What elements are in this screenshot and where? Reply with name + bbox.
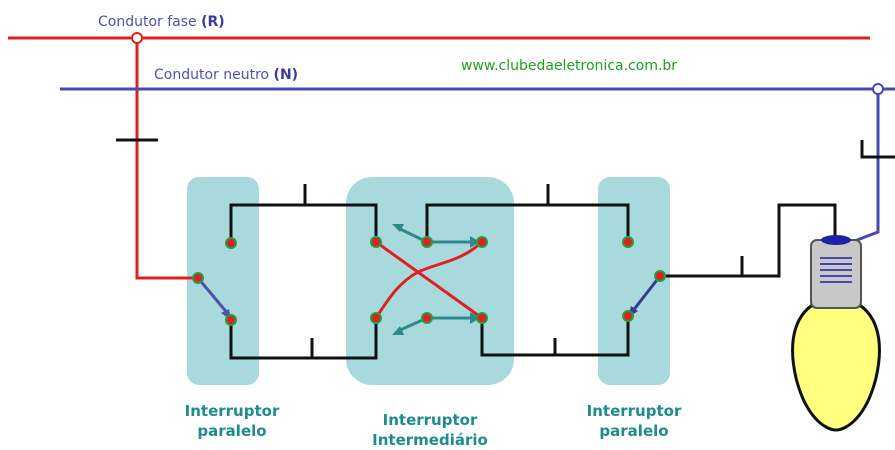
terminal-left-common bbox=[192, 272, 204, 284]
bulb-glass bbox=[791, 304, 881, 432]
left-switch-caption-line1: Interruptor bbox=[185, 402, 280, 420]
arrow-right-bottom-icon bbox=[470, 312, 480, 324]
neutral-label: Condutor neutro (N) bbox=[154, 67, 298, 83]
light-bulb bbox=[791, 235, 881, 432]
right-switch-lever bbox=[630, 275, 662, 313]
neutral-wire bbox=[60, 87, 895, 244]
website-label: www.clubedaeletronica.com.br bbox=[461, 58, 677, 74]
phase-label: Condutor fase (R) bbox=[98, 14, 225, 30]
bulb-base bbox=[810, 239, 862, 309]
terminal-mid-bottom-right bbox=[476, 312, 488, 324]
neutral-tap-mark bbox=[860, 140, 895, 159]
terminal-mid-bottom-center bbox=[421, 312, 433, 324]
terminal-mid-top-center bbox=[421, 236, 433, 248]
middle-switch-caption-line1: Interruptor bbox=[383, 411, 478, 429]
left-switch-box bbox=[187, 177, 259, 385]
terminal-mid-top-right bbox=[476, 236, 488, 248]
right-switch-caption-line2: paralelo bbox=[599, 422, 668, 440]
arrow-down-left-icon bbox=[392, 326, 404, 335]
left-switch-caption-line2: paralelo bbox=[197, 422, 266, 440]
terminal-mid-bottom-left bbox=[370, 312, 382, 324]
bulb-contact bbox=[821, 235, 851, 245]
intermediate-arrows bbox=[392, 224, 480, 335]
switch-terminals bbox=[192, 236, 666, 326]
phase-wire bbox=[8, 36, 870, 280]
neutral-junction-node bbox=[872, 83, 884, 95]
left-switch-lever bbox=[196, 277, 231, 316]
bulb-base-threads bbox=[820, 257, 852, 283]
right-switch-caption-line1: Interruptor bbox=[587, 402, 682, 420]
traveller-wires bbox=[229, 184, 837, 360]
terminal-right-common bbox=[654, 270, 666, 282]
terminal-mid-top-left bbox=[370, 236, 382, 248]
terminal-left-bottom bbox=[225, 314, 237, 326]
terminal-right-bottom bbox=[622, 310, 634, 322]
middle-switch-caption-line2: Intermediário bbox=[372, 431, 488, 449]
intermediate-crossover bbox=[374, 240, 484, 320]
terminal-left-top bbox=[225, 237, 237, 249]
arrow-up-left-icon bbox=[392, 224, 404, 232]
phase-junction-node bbox=[131, 32, 143, 44]
right-switch-box bbox=[598, 177, 670, 385]
terminal-right-top bbox=[622, 236, 634, 248]
arrow-right-top-icon bbox=[470, 236, 480, 248]
